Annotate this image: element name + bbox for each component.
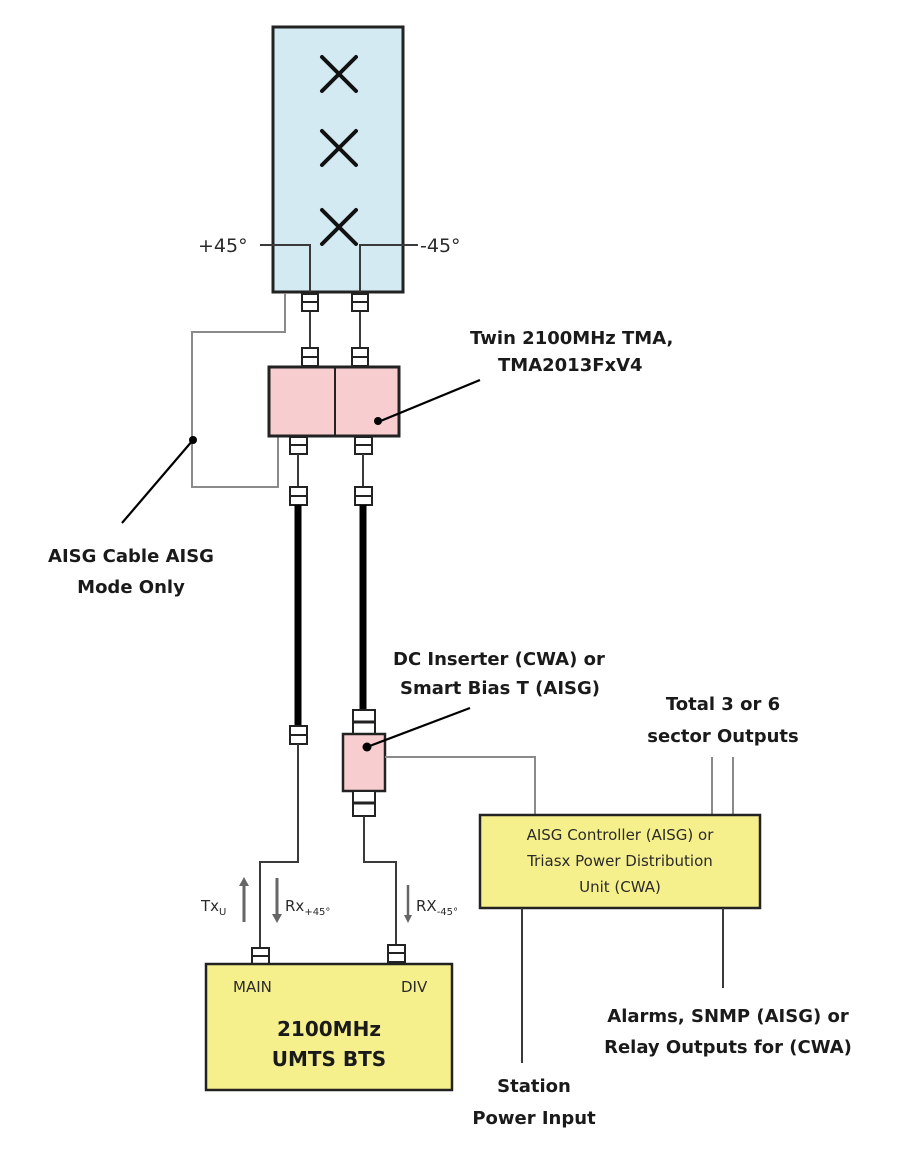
aisg-cable-label-line1: AISG Cable AISG: [48, 546, 214, 567]
tma-leader-dot: [374, 417, 382, 425]
connector-icon: [301, 347, 319, 367]
tma-leader-line: [377, 378, 481, 424]
connector-icon: [351, 293, 369, 312]
bias-t-leader-dot: [362, 742, 372, 752]
x-element-icon: [320, 55, 358, 93]
rx-div-arrow-icon: [404, 885, 412, 923]
controller-line2: Triasx Power Distribution: [526, 852, 713, 870]
rx-main-label: Rx+45°: [285, 897, 330, 918]
bias-t-label-line2: Smart Bias T (AISG): [400, 678, 600, 699]
connector-icon: [387, 944, 406, 963]
feed-minus45: [359, 244, 418, 292]
twin-tma: [267, 365, 401, 438]
station-power-label-line1: Station: [497, 1076, 571, 1097]
bias-t-leader-line: [366, 706, 471, 749]
aisg-leader-line: [121, 439, 194, 524]
controller-line3: Unit (CWA): [579, 878, 661, 896]
tma-label-line1: Twin 2100MHz TMA,: [470, 328, 673, 349]
main-jumper-to-bts: [259, 860, 299, 948]
alarms-label-line2: Relay Outputs for (CWA): [604, 1037, 852, 1058]
aisg-leader-dot: [189, 436, 197, 444]
port-plus45-label: +45°: [198, 235, 248, 257]
alarms-label-line1: Alarms, SNMP (AISG) or: [607, 1006, 849, 1027]
bts-title-line1: 2100MHz: [277, 1017, 381, 1041]
x-element-icon: [320, 208, 358, 246]
tx-label: TxU: [200, 897, 226, 918]
connector-icon: [301, 293, 319, 312]
antenna: +45° -45°: [198, 25, 461, 294]
bias-t-label-line1: DC Inserter (CWA) or: [393, 649, 605, 670]
port-minus45-label: -45°: [420, 235, 461, 257]
connector-icon: [352, 790, 376, 817]
sector-outputs-label-line1: Total 3 or 6: [666, 694, 780, 715]
rx-main-arrow-icon: [272, 878, 282, 923]
connector-icon: [289, 725, 308, 745]
aisg-controller-box: [478, 813, 762, 910]
bts-unit: [204, 962, 454, 1092]
connector-icon: [351, 347, 369, 367]
feed-plus45: [260, 244, 311, 292]
x-element-icon: [320, 129, 358, 167]
tx-arrow-icon: [239, 877, 249, 922]
controller-line1: AISG Controller (AISG) or: [527, 826, 715, 844]
connector-icon: [354, 486, 373, 506]
bts-port-div-label: DIV: [401, 978, 428, 996]
bts-title-line2: UMTS BTS: [272, 1047, 386, 1071]
rx-div-label: RX-45°: [416, 897, 458, 918]
connector-icon: [354, 436, 373, 455]
station-power-label-line2: Power Input: [472, 1108, 596, 1129]
div-jumper-to-bts: [363, 816, 397, 948]
connector-icon: [251, 947, 270, 966]
aisg-cable-label-line2: Mode Only: [77, 577, 185, 598]
bts-port-main-label: MAIN: [233, 978, 272, 996]
connector-icon: [289, 436, 308, 455]
tma-label-line2: TMA2013FxV4: [498, 355, 643, 376]
connector-icon: [289, 486, 308, 506]
connector-icon: [352, 709, 376, 735]
sector-outputs-label-line2: sector Outputs: [647, 726, 798, 747]
aisg-cable: [191, 293, 286, 488]
bias-t-control-line: [385, 756, 536, 815]
antenna-panel: [271, 25, 405, 294]
